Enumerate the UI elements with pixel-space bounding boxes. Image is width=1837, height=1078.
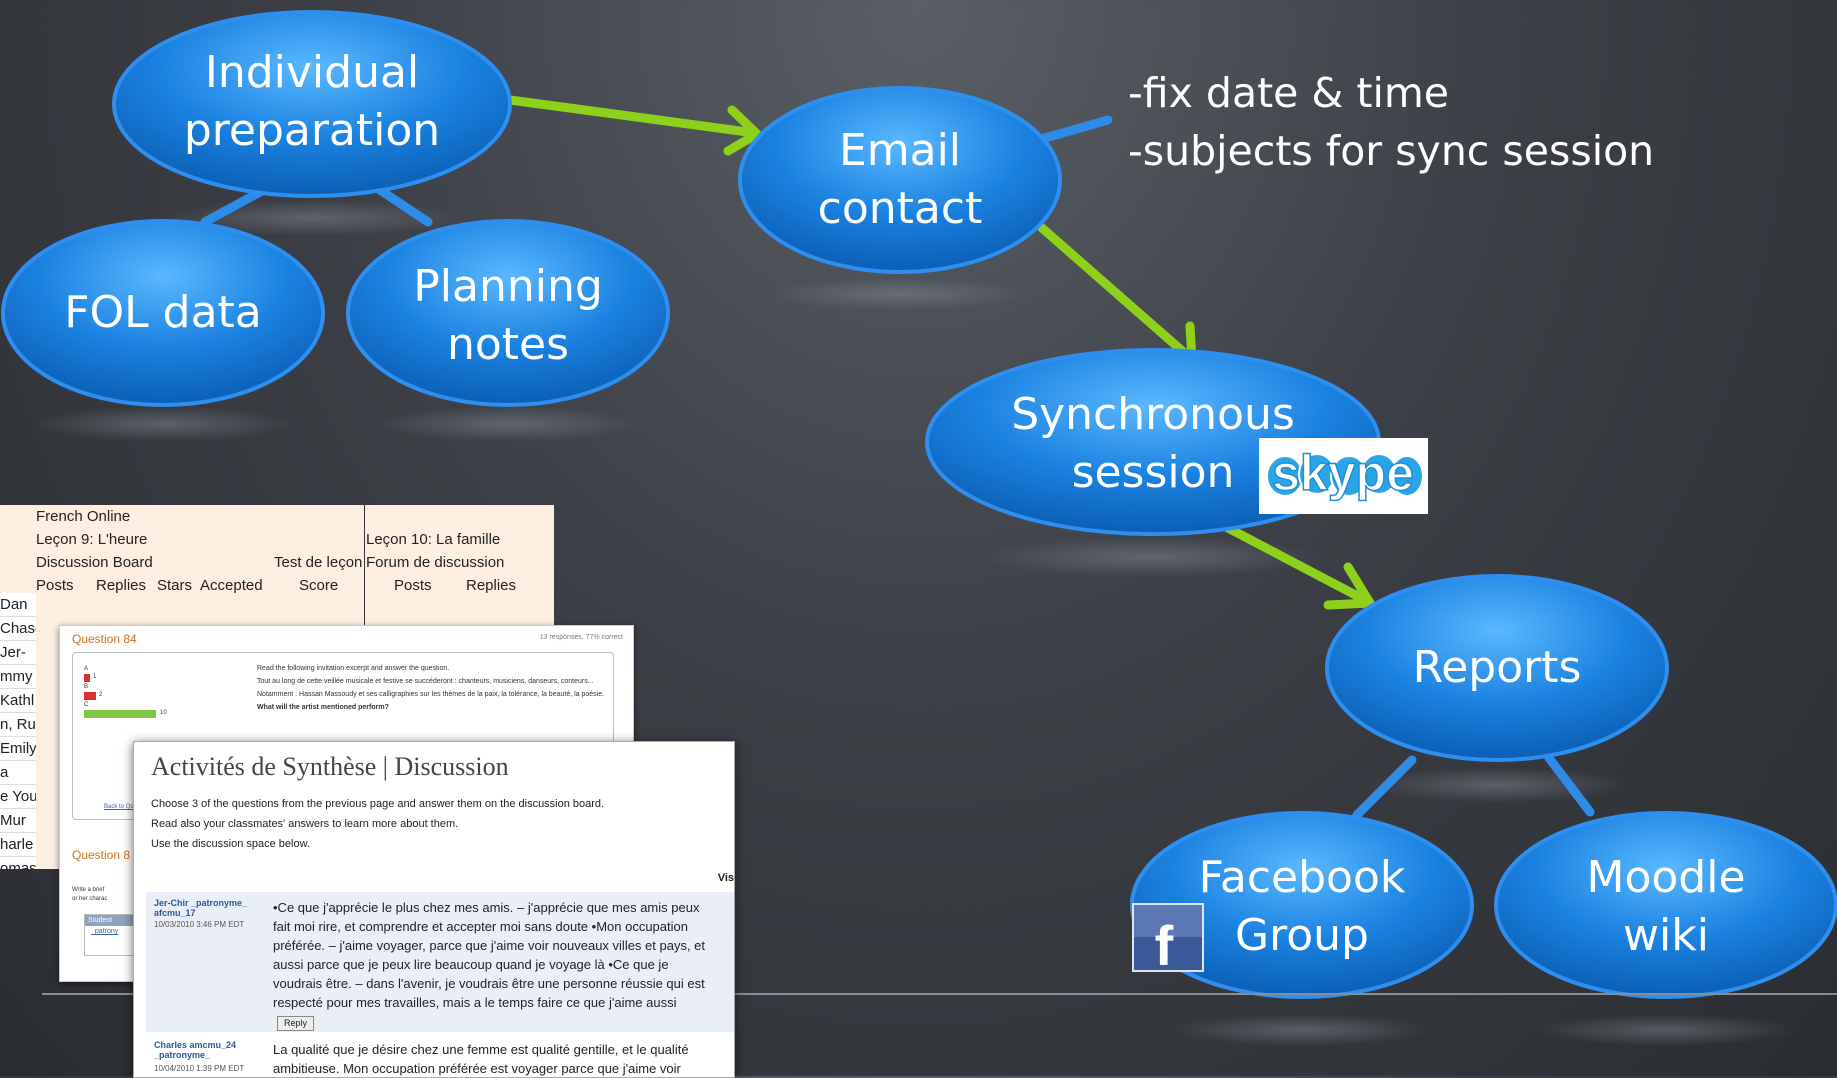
student-name: a	[0, 761, 36, 785]
node-moodle-wiki	[1494, 811, 1837, 999]
answer-bar-c	[84, 710, 156, 718]
student-name: Dan	[0, 593, 36, 617]
node-individual-preparation	[112, 10, 512, 198]
note-line-2: -subjects for sync session	[1128, 127, 1655, 175]
student-link[interactable]: _patrony	[91, 928, 119, 935]
label-planning-notes: Planning notes	[413, 261, 603, 370]
node-email-contact	[738, 86, 1062, 274]
connectors	[200, 115, 1595, 820]
discussion-post: Jer-Chir _patronyme_ afcmu_17 10/03/2010…	[146, 892, 734, 1032]
sheet-header-accepted: Accepted	[200, 577, 263, 594]
node-reports	[1325, 574, 1669, 762]
sheet-header-stars: Stars	[157, 577, 193, 594]
post-date: 10/04/2010 1:39 PM EDT	[154, 1064, 245, 1073]
quiz-question-title: Question 84	[72, 632, 137, 646]
sheet-header-score: Score	[299, 577, 339, 594]
post-date: 10/03/2010 3:46 PM EDT	[154, 920, 245, 929]
discussion-title: Activités de Synthèse | Discussion	[151, 752, 509, 781]
quiz-text-4: What will the artist mentioned perform?	[257, 704, 389, 711]
quiz-write-text: Write a brief	[72, 887, 105, 893]
sheet-header-posts-2: Posts	[394, 577, 432, 594]
reply-button[interactable]: Reply	[277, 1016, 315, 1031]
student-name: omas	[0, 857, 36, 869]
student-name: Emily	[0, 737, 36, 761]
discussion-instruction-2: Read also your classmates' answers to le…	[151, 818, 459, 830]
note-line-1: -fix date & time	[1128, 69, 1450, 117]
student-name: Jer-	[0, 641, 36, 665]
post-author[interactable]: Charles amcmu_24 _patronyme_	[154, 1040, 237, 1060]
sheet-header-replies-2: Replies	[466, 577, 517, 594]
label-synchronous-session: Synchronous session	[1011, 389, 1295, 498]
node-planning-notes	[346, 219, 670, 407]
label-email-contact: Email contact	[817, 125, 983, 234]
student-name: Kathl	[0, 689, 36, 713]
answer-count-c: 10	[160, 710, 167, 716]
sheet-header-posts: Posts	[36, 577, 74, 594]
discussion-instruction-1: Choose 3 of the questions from the previ…	[151, 798, 605, 810]
skype-logo-text: skype	[1272, 445, 1414, 501]
quiz-charac-text: or her charac	[72, 896, 108, 902]
answer-count-a: 1	[93, 674, 97, 680]
sheet-lesson-9: Leçon 9: L'heure	[36, 531, 148, 548]
label-individual-preparation: Individual preparation	[183, 47, 441, 156]
student-name: Chase	[0, 617, 36, 641]
student-header: Student	[85, 915, 145, 926]
sheet-discussion-board: Discussion Board	[36, 554, 153, 571]
answer-bar-b	[84, 692, 96, 700]
sheet-test-lecon: Test de leçon	[274, 554, 363, 571]
answer-count-b: 2	[99, 692, 103, 698]
label-facebook-group: Facebook Group	[1198, 852, 1406, 961]
quiz-response-count: 13 responses, 77% correct	[539, 634, 623, 641]
skype-logo: skype	[1259, 438, 1428, 514]
student-name: Mur	[0, 809, 36, 833]
quiz-question-text: Read the following invitation excerpt an…	[257, 662, 607, 714]
discussion-vis-label: Vis	[717, 872, 734, 884]
label-fol-data: FOL data	[64, 287, 262, 338]
discussion-board: Activités de Synthèse | Discussion Choos…	[133, 741, 735, 1078]
sheet-student-names: Dan Chase Jer- mmy Kathl n, Rut Emily a …	[0, 593, 36, 869]
post-body: •Ce que j'apprécie le plus chez mes amis…	[273, 900, 706, 1010]
answer-label-a: A	[84, 666, 89, 672]
facebook-logo-text: f	[1155, 914, 1174, 970]
back-to-question-link[interactable]: Back to Questi	[104, 804, 144, 810]
sheet-forum: Forum de discussion	[366, 554, 505, 571]
facebook-logo: f	[1132, 903, 1204, 972]
quiz-text-1: Read the following invitation excerpt an…	[257, 665, 450, 672]
quiz-text-2: Tout au long de cette veillée musicale e…	[257, 678, 594, 685]
node-reflections	[33, 200, 1796, 1046]
label-reports: Reports	[1412, 642, 1582, 693]
divider	[42, 993, 1837, 995]
sheet-title: French Online	[36, 508, 131, 525]
quiz-text-3: Notamment : Hassan Massoudy et ses calli…	[257, 691, 605, 698]
student-name: mmy	[0, 665, 36, 689]
student-name: harle	[0, 833, 36, 857]
discussion-post: Charles amcmu_24 _patronyme_ 10/04/2010 …	[146, 1038, 734, 1077]
student-name: n, Rut	[0, 713, 36, 737]
student-name: e You	[0, 785, 36, 809]
answer-bar-a	[84, 674, 90, 682]
discussion-instruction-3: Use the discussion space below.	[151, 838, 310, 850]
sheet-lesson-10: Leçon 10: La famille	[366, 531, 501, 548]
email-notes: -fix date & time -subjects for sync sess…	[1128, 64, 1654, 180]
answer-label-b: B	[84, 684, 89, 690]
post-text: •Ce que j'apprécie le plus chez mes amis…	[273, 898, 713, 1031]
post-author[interactable]: Jer-Chir _patronyme_ afcmu_17	[154, 898, 248, 918]
answer-label-c: C	[84, 702, 89, 708]
post-text: La qualité que je désire chez une femme …	[273, 1042, 689, 1076]
quiz-question-title-2: Question 8	[72, 848, 131, 862]
label-moodle-wiki: Moodle wiki	[1586, 852, 1746, 961]
sheet-header-replies: Replies	[96, 577, 147, 594]
node-fol-data	[1, 219, 325, 407]
